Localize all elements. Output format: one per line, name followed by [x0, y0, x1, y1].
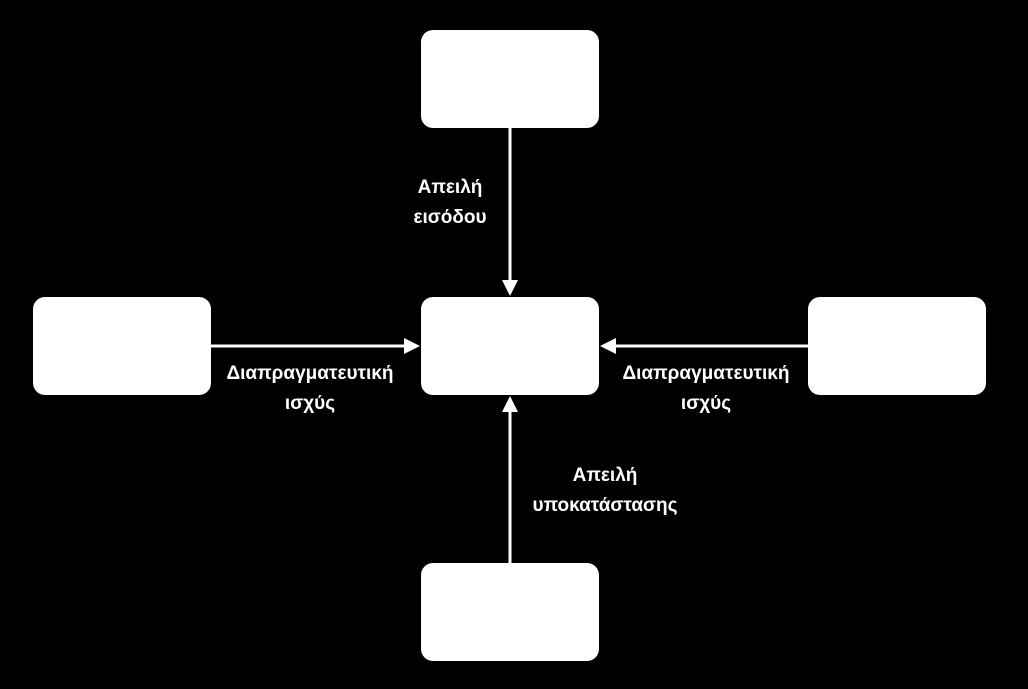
box-center [421, 297, 599, 395]
arrowhead-left-icon [600, 338, 616, 354]
label-substitution-threat: Απειλή υποκατάστασης [505, 461, 705, 521]
label-substitution-threat-line2: υποκατάστασης [532, 495, 678, 516]
label-substitution-threat-line1: Απειλή [572, 465, 638, 486]
box-right [808, 297, 986, 395]
label-bargaining-power-right-line1: Διαπραγματευτική [622, 363, 790, 384]
arrowhead-up-icon [502, 396, 518, 412]
box-top [421, 30, 599, 128]
box-left [33, 297, 211, 395]
label-bargaining-power-left-line2: ισχύς [284, 393, 336, 414]
label-entry-threat: Απειλή εισόδου [380, 173, 520, 233]
arrowhead-right-icon [404, 338, 420, 354]
arrowhead-down-icon [502, 280, 518, 296]
box-bottom [421, 563, 599, 661]
label-entry-threat-line1: Απειλή [417, 177, 483, 198]
label-bargaining-power-left: Διαπραγματευτική ισχύς [210, 359, 410, 419]
label-entry-threat-line2: εισόδου [413, 207, 487, 228]
label-bargaining-power-right: Διαπραγματευτική ισχύς [603, 359, 809, 419]
label-bargaining-power-left-line1: Διαπραγματευτική [226, 363, 394, 384]
label-bargaining-power-right-line2: ισχύς [680, 393, 732, 414]
